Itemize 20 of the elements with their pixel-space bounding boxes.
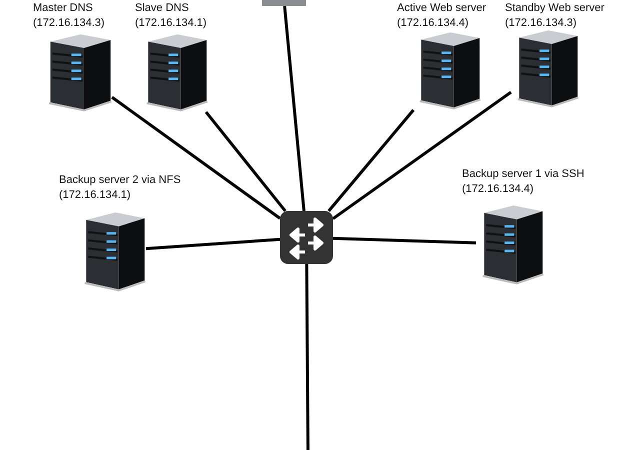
network-cable	[332, 236, 476, 244]
ip-address: (172.16.134.4)	[397, 16, 469, 31]
server-name: Master DNS	[33, 1, 93, 16]
network-cable	[111, 96, 281, 220]
server-name: Backup server 1 via SSH	[462, 167, 584, 182]
server-name: Active Web server	[397, 1, 486, 16]
ip-address: (172.16.134.3)	[33, 16, 105, 31]
network-cable	[283, 6, 306, 212]
ip-address: (172.16.134.3)	[505, 16, 577, 31]
server-name: Slave DNS	[135, 1, 189, 16]
network-cable	[328, 109, 415, 212]
ip-address: (172.16.134.1)	[59, 188, 131, 203]
network-cable	[305, 264, 310, 450]
network-cable	[146, 238, 280, 250]
ip-address: (172.16.134.1)	[135, 16, 207, 31]
network-cable	[204, 111, 286, 212]
ip-address: (172.16.134.4)	[462, 182, 534, 197]
server-name: Standby Web server	[505, 1, 604, 16]
server-name: Backup server 2 via NFS	[59, 173, 181, 188]
network-cable	[332, 90, 512, 220]
